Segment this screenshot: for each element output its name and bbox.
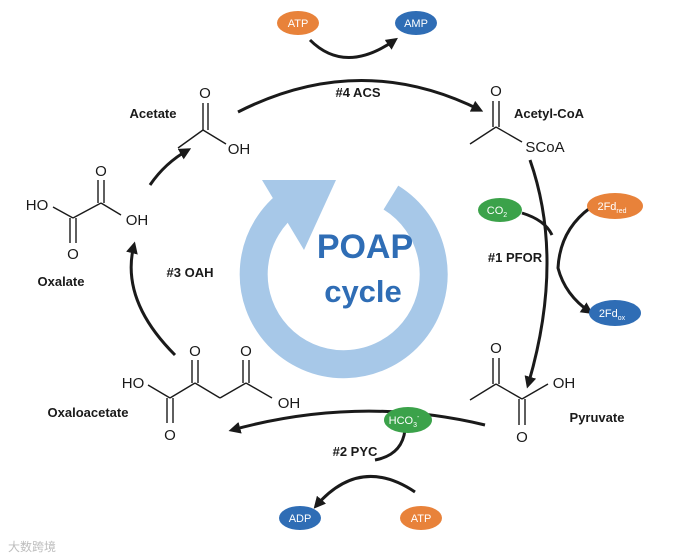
svg-text:O: O (164, 427, 176, 444)
svg-text:SCoA: SCoA (525, 139, 564, 156)
svg-text:O: O (490, 83, 502, 100)
svg-text:O: O (189, 343, 201, 360)
svg-text:O: O (240, 343, 252, 360)
cofactor-fd-ox: 2Fdox (589, 300, 641, 326)
arrow-oah (126, 241, 177, 357)
svg-text:O: O (67, 246, 79, 263)
cofactor-amp: AMP (395, 11, 437, 35)
cofactor-atp-bottom: ATP (400, 506, 442, 530)
arrow-atp-adp (313, 474, 416, 509)
svg-text:ATP: ATP (288, 18, 309, 30)
svg-text:HO: HO (26, 197, 49, 214)
compound-oxaloacetate-label: Oxaloacetate (48, 405, 129, 420)
center-cycle-arrow-icon (239, 180, 448, 379)
oxalate-structure: HO O O OH (26, 163, 149, 263)
acetate-structure: O OH (177, 85, 251, 158)
svg-text:O: O (95, 163, 107, 180)
compound-acetate-label: Acetate (130, 106, 177, 121)
svg-text:OH: OH (553, 375, 576, 392)
svg-text:AMP: AMP (404, 18, 428, 30)
svg-text:ATP: ATP (411, 513, 432, 525)
pyruvate-structure: O O OH (469, 340, 576, 446)
arrow-fd-red-ox (556, 206, 593, 315)
svg-text:O: O (516, 429, 528, 446)
center-title-line1: POAP (317, 228, 413, 266)
cofactor-fd-red: 2Fdred (587, 193, 643, 219)
svg-text:OH: OH (228, 141, 251, 158)
center-title-line2: cycle (324, 274, 402, 309)
svg-text:O: O (199, 85, 211, 102)
svg-text:HO: HO (122, 375, 145, 392)
arrow-co2-in (521, 211, 554, 236)
svg-text:OH: OH (126, 212, 149, 229)
enzyme-acs-label: #4 ACS (335, 85, 380, 100)
svg-text:CO2: CO2 (487, 205, 508, 219)
enzyme-oah-label: #3 OAH (167, 265, 214, 280)
arrow-atp-amp (308, 37, 398, 59)
arrow-oah-upper (148, 148, 192, 186)
arrow-pyc (228, 409, 486, 434)
acetyl-coa-structure: O SCoA (469, 83, 565, 156)
cofactor-hco3: HCO3- (384, 407, 432, 433)
oxaloacetate-structure: HO O O O OH (122, 343, 301, 444)
enzyme-pfor-label: #1 PFOR (488, 250, 543, 265)
arrow-pfor (524, 159, 549, 389)
arrow-acs (237, 79, 484, 114)
svg-text:HCO3-: HCO3- (389, 414, 420, 429)
svg-text:2Fdox: 2Fdox (599, 308, 626, 322)
compound-acetyl-coa-label: Acetyl-CoA (514, 106, 585, 121)
svg-text:ADP: ADP (289, 513, 312, 525)
cofactor-adp: ADP (279, 506, 321, 530)
svg-text:OH: OH (278, 395, 301, 412)
svg-text:2Fdred: 2Fdred (597, 201, 626, 215)
compound-oxalate-label: Oxalate (38, 274, 85, 289)
svg-text:O: O (490, 340, 502, 357)
watermark: 大数跨境 (8, 539, 56, 554)
cofactor-atp-top: ATP (277, 11, 319, 35)
arrow-hco3-in (374, 429, 407, 462)
enzyme-pyc-label: #2 PYC (333, 444, 378, 459)
compound-pyruvate-label: Pyruvate (570, 410, 625, 425)
cofactor-co2: CO2 (478, 198, 522, 222)
